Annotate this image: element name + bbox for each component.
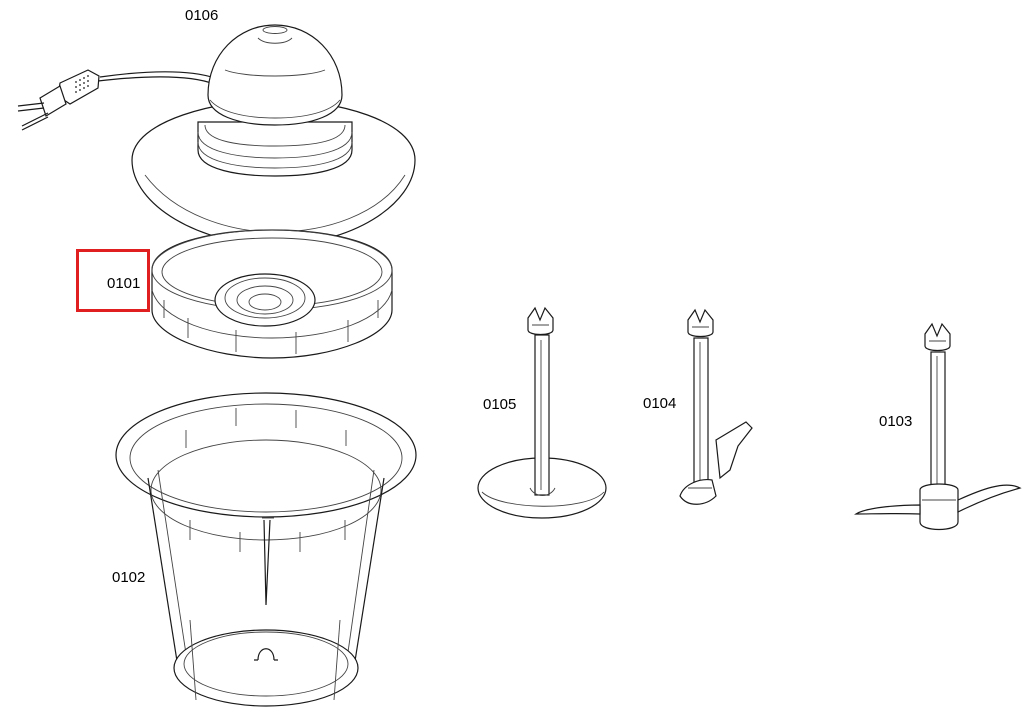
- power-plug: [17, 69, 216, 131]
- label-lid: 0101: [107, 275, 141, 292]
- motor-unit-drawing: [17, 24, 416, 246]
- highlight-box: [76, 249, 150, 312]
- whisk-attachment-drawing: [679, 308, 753, 505]
- label-bowl: 0102: [112, 569, 146, 586]
- bowl-drawing: [115, 392, 417, 707]
- lid-drawing: [151, 229, 393, 359]
- label-disc-attachment: 0105: [483, 396, 517, 413]
- blade-attachment-drawing: [854, 322, 1022, 531]
- label-whisk-attachment: 0104: [643, 395, 677, 412]
- disc-attachment-drawing: [477, 306, 607, 519]
- label-motor-unit: 0106: [185, 7, 219, 24]
- label-blade-attachment: 0103: [879, 413, 913, 430]
